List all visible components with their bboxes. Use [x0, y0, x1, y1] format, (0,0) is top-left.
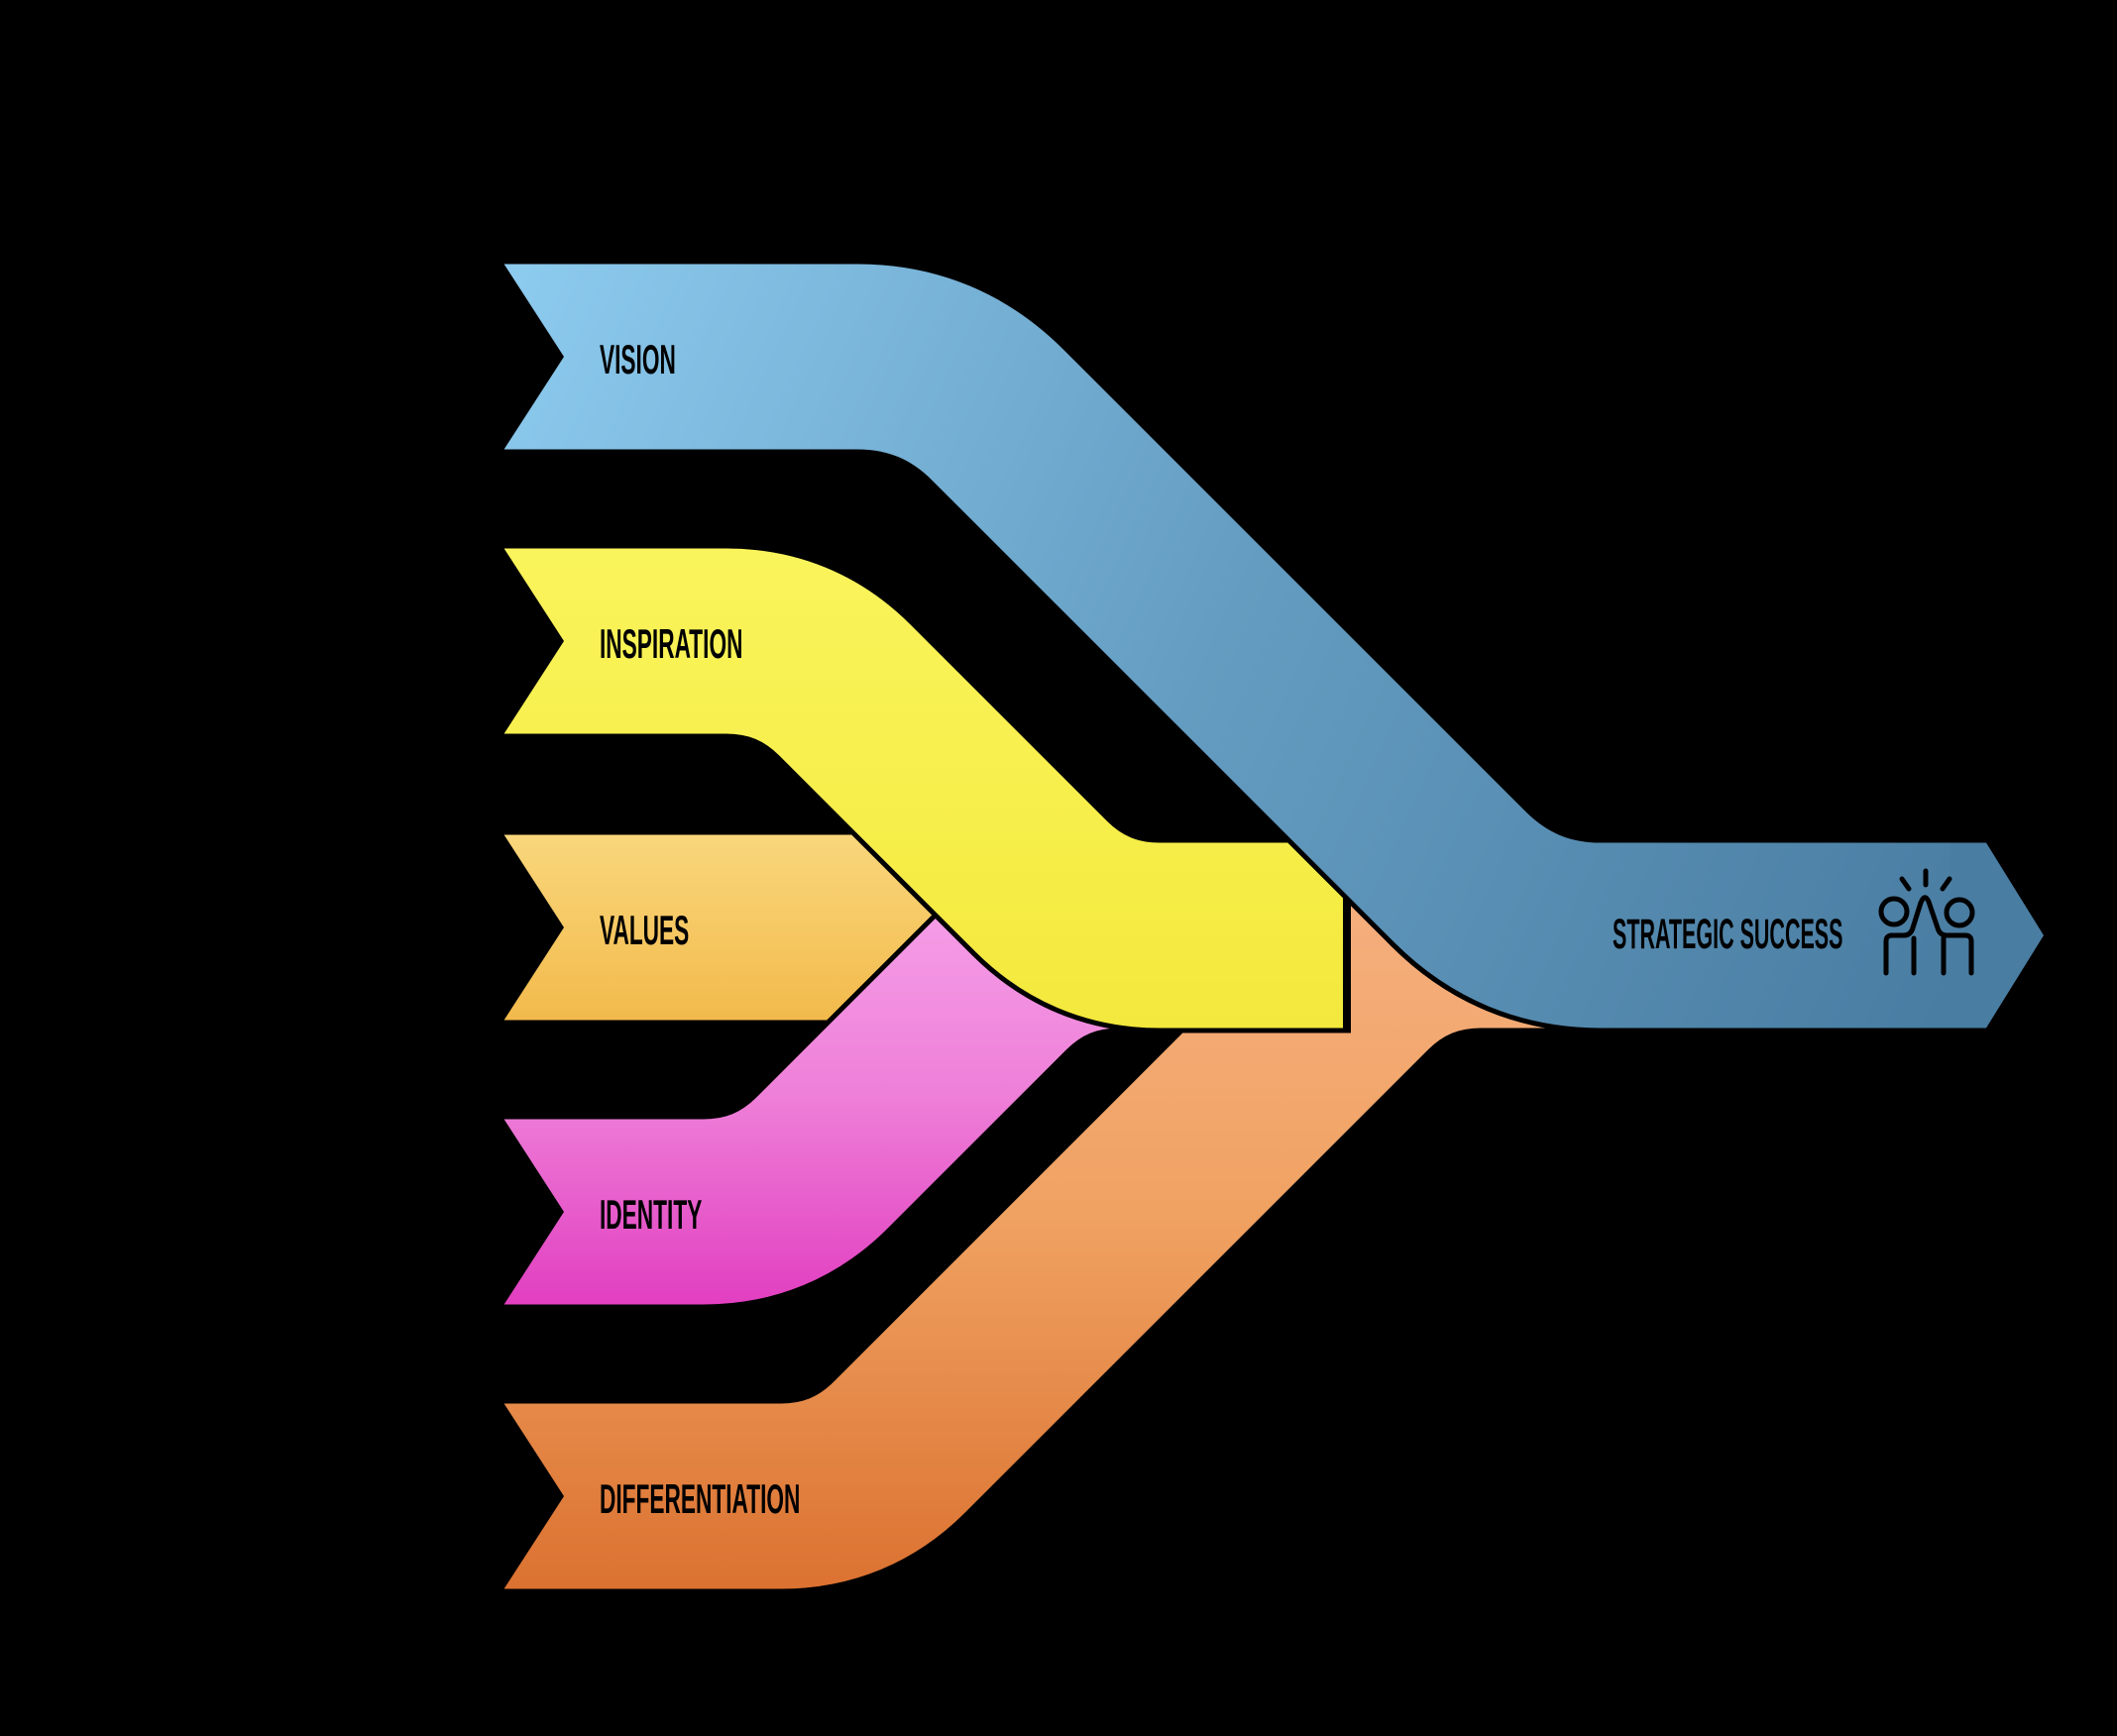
icon-left-person-head [1878, 896, 1910, 927]
label-values: VALUES [600, 908, 689, 954]
high-five-icon [1878, 868, 1975, 976]
notch-inspiration [501, 543, 564, 739]
icon-bodies-highfive-arch [1883, 895, 1974, 976]
ribbon-inspiration [503, 543, 1351, 1033]
ribbon-vision-body [503, 264, 1972, 1029]
icon-clap-sparks [1899, 868, 1952, 892]
notch-values [501, 829, 564, 1026]
notch-identity [501, 1114, 564, 1310]
notch-differentiation [501, 1398, 564, 1594]
success-arrow-head [1950, 842, 2044, 1029]
label-strategic-success: STRATEGIC SUCCESS [1613, 911, 1842, 958]
label-vision: VISION [600, 337, 676, 383]
notch-vision [501, 259, 564, 455]
banner-notches [501, 259, 564, 1594]
ribbon-vision [503, 259, 2044, 1033]
ribbon-inspiration-body [503, 548, 1343, 1029]
icon-right-person-head [1944, 897, 1975, 928]
label-identity: IDENTITY [600, 1192, 702, 1239]
label-inspiration: INSPIRATION [600, 621, 742, 668]
label-differentiation: DIFFERENTIATION [600, 1476, 800, 1523]
